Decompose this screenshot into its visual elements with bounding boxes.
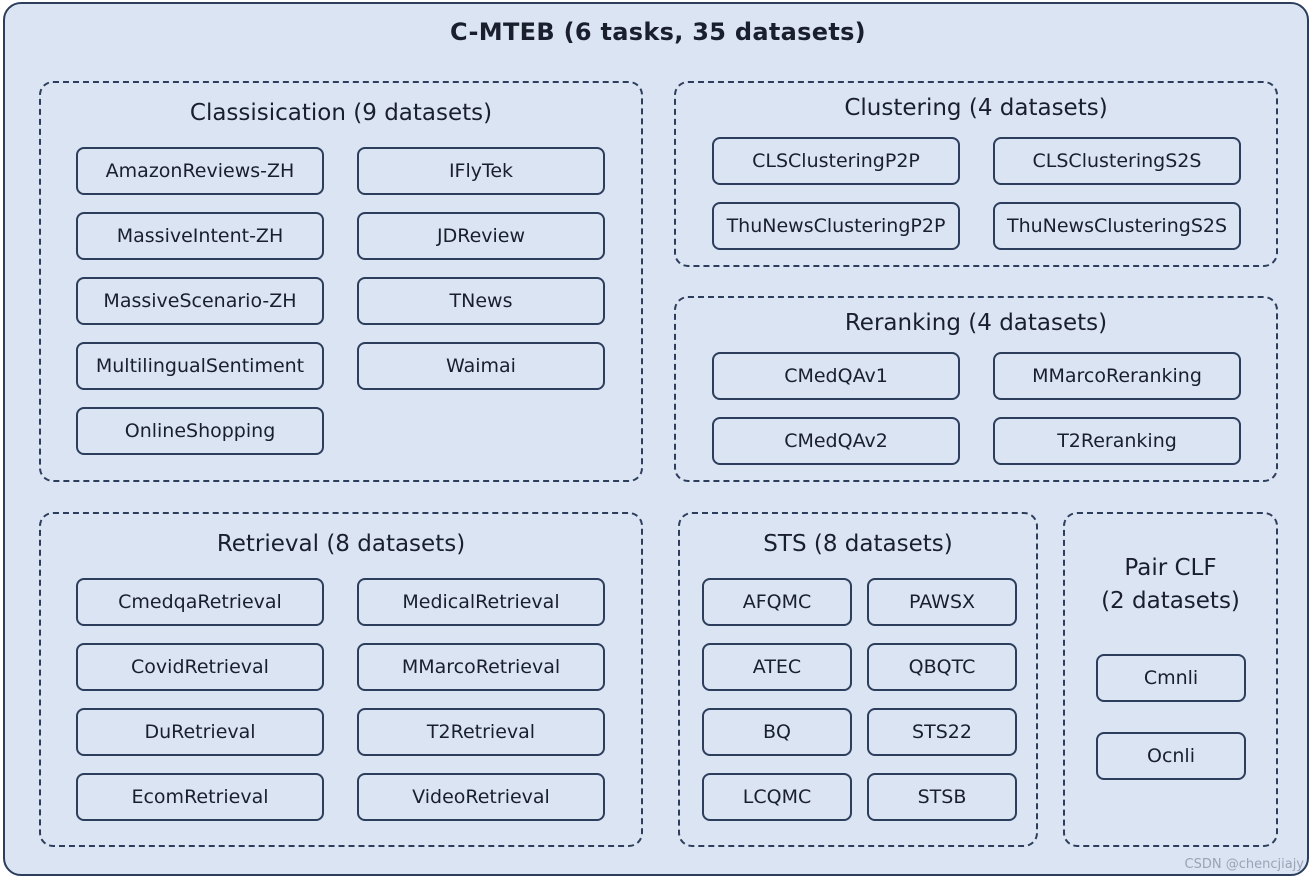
dataset-box: ATEC bbox=[702, 643, 852, 691]
dataset-box: Cmnli bbox=[1096, 654, 1246, 702]
dataset-box: JDReview bbox=[357, 212, 605, 260]
dataset-box: IFlyTek bbox=[357, 147, 605, 195]
classification-title: Classisication (9 datasets) bbox=[189, 100, 493, 126]
pair-clf-group: Pair CLF (2 datasets) Cmnli Ocnli bbox=[1063, 512, 1278, 847]
retrieval-title: Retrieval (8 datasets) bbox=[216, 531, 466, 557]
sts-title: STS (8 datasets) bbox=[763, 531, 953, 557]
dataset-box: TNews bbox=[357, 277, 605, 325]
dataset-box: Ocnli bbox=[1096, 732, 1246, 780]
dataset-box: ThuNewsClusteringP2P bbox=[712, 202, 960, 250]
dataset-box: MedicalRetrieval bbox=[357, 578, 605, 626]
dataset-box: T2Retrieval bbox=[357, 708, 605, 756]
dataset-box: Waimai bbox=[357, 342, 605, 390]
reranking-title: Reranking (4 datasets) bbox=[844, 310, 1108, 336]
reranking-group: Reranking (4 datasets) CMedQAv1 MMarcoRe… bbox=[674, 296, 1278, 482]
dataset-box: QBQTC bbox=[867, 643, 1017, 691]
pair-clf-title-line2: (2 datasets) bbox=[1101, 588, 1240, 614]
dataset-box: MassiveIntent-ZH bbox=[76, 212, 324, 260]
dataset-box: CovidRetrieval bbox=[76, 643, 324, 691]
dataset-box: CLSClusteringP2P bbox=[712, 137, 960, 185]
dataset-box: PAWSX bbox=[867, 578, 1017, 626]
dataset-box: MultilingualSentiment bbox=[76, 342, 324, 390]
classification-group: Classisication (9 datasets) AmazonReview… bbox=[39, 81, 643, 482]
dataset-box: BQ bbox=[702, 708, 852, 756]
dataset-box: STS22 bbox=[867, 708, 1017, 756]
dataset-box: OnlineShopping bbox=[76, 407, 324, 455]
clustering-group: Clustering (4 datasets) CLSClusteringP2P… bbox=[674, 81, 1278, 267]
dataset-box: MMarcoReranking bbox=[993, 352, 1241, 400]
pair-clf-title-line1: Pair CLF bbox=[1124, 555, 1217, 581]
dataset-box: MassiveScenario-ZH bbox=[76, 277, 324, 325]
dataset-box: CmedqaRetrieval bbox=[76, 578, 324, 626]
dataset-box: CMedQAv1 bbox=[712, 352, 960, 400]
dataset-box: DuRetrieval bbox=[76, 708, 324, 756]
dataset-box: MMarcoRetrieval bbox=[357, 643, 605, 691]
retrieval-group: Retrieval (8 datasets) CmedqaRetrieval M… bbox=[39, 512, 643, 847]
sts-group: STS (8 datasets) AFQMC PAWSX ATEC QBQTC … bbox=[678, 512, 1038, 847]
dataset-box: AFQMC bbox=[702, 578, 852, 626]
dataset-box: STSB bbox=[867, 773, 1017, 821]
dataset-box: AmazonReviews-ZH bbox=[76, 147, 324, 195]
main-title: C-MTEB (6 tasks, 35 datasets) bbox=[450, 18, 866, 46]
dataset-box: CMedQAv2 bbox=[712, 417, 960, 465]
dataset-box: CLSClusteringS2S bbox=[993, 137, 1241, 185]
watermark: CSDN @chencjiajy bbox=[1184, 857, 1304, 872]
dataset-box: VideoRetrieval bbox=[357, 773, 605, 821]
clustering-title: Clustering (4 datasets) bbox=[844, 95, 1108, 121]
dataset-box: ThuNewsClusteringS2S bbox=[993, 202, 1241, 250]
dataset-box: T2Reranking bbox=[993, 417, 1241, 465]
dataset-box: EcomRetrieval bbox=[76, 773, 324, 821]
dataset-box: LCQMC bbox=[702, 773, 852, 821]
